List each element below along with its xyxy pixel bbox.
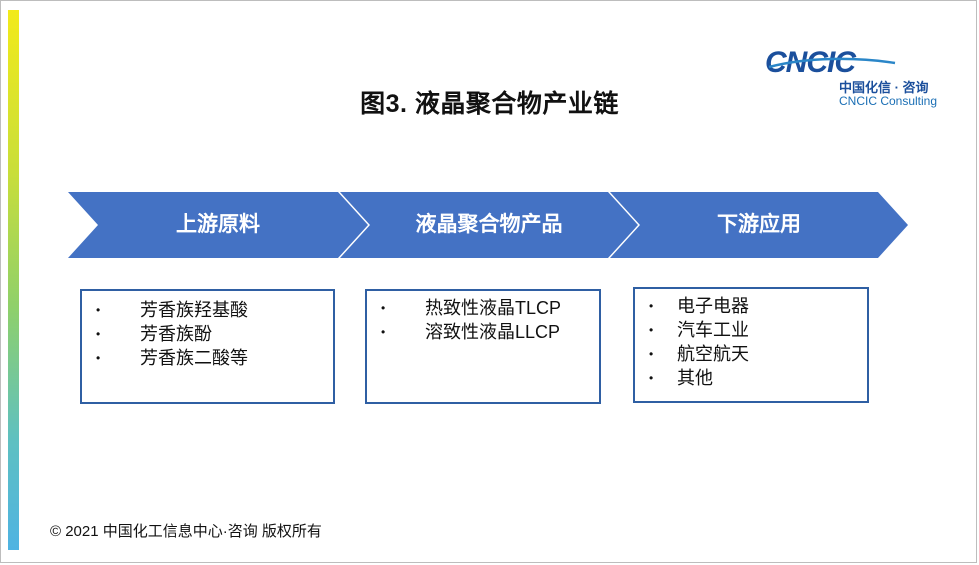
stage-label-product: 液晶聚合物产品	[415, 213, 563, 236]
stage-label-downstream: 下游应用	[717, 213, 801, 236]
list-item: •芳香族二酸等	[96, 348, 248, 368]
page-title: 图3. 液晶聚合物产业链	[360, 90, 619, 118]
downstream-box: •电子电器 •汽车工业 •航空航天 •其他	[633, 287, 869, 403]
list-item: •芳香族酚	[96, 324, 212, 344]
logo-english: CNCIC Consulting	[839, 94, 938, 108]
chevron-downstream	[610, 192, 908, 258]
stage-label-upstream: 上游原料	[176, 213, 260, 236]
logo-mark: CNCIC	[765, 46, 856, 79]
logo-chinese: 中国化信 · 咨询	[839, 80, 929, 95]
product-box: •热致性液晶TLCP •溶致性液晶LLCP	[365, 289, 601, 404]
list-item: •其他	[649, 368, 713, 388]
upstream-box: •芳香族羟基酸 •芳香族酚 •芳香族二酸等	[80, 289, 335, 404]
list-item: •溶致性液晶LLCP	[381, 322, 561, 342]
chevron-product	[340, 192, 638, 258]
list-item: •芳香族羟基酸	[96, 300, 248, 320]
list-item: •航空航天	[649, 344, 749, 364]
list-item: •汽车工业	[649, 320, 749, 340]
copyright-footer: © 2021 中国化工信息中心·咨询 版权所有	[50, 523, 322, 540]
list-item: •热致性液晶TLCP	[381, 298, 562, 318]
list-item: •电子电器	[649, 296, 749, 316]
chevron-upstream	[68, 192, 368, 258]
process-chevrons	[68, 192, 908, 258]
cncic-logo: CNCIC 中国化信 · 咨询 CNCIC Consulting	[765, 46, 955, 114]
accent-bar	[8, 10, 19, 550]
logo-swoosh	[768, 57, 896, 69]
